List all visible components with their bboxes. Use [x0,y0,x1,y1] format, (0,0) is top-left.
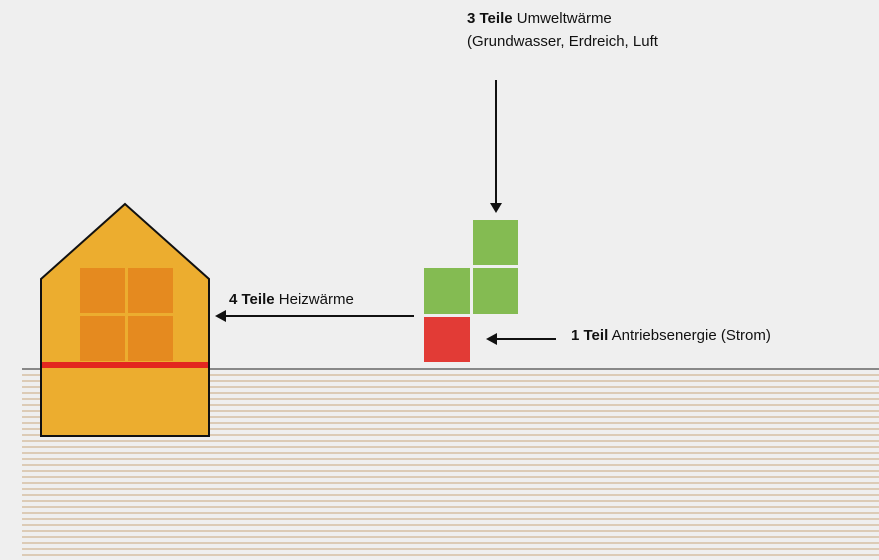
house-ground-band [42,362,208,368]
label-ambient-heat: 3 Teile Umweltwärme [467,9,612,29]
label-ambient-text: Umweltwärme [516,10,612,27]
label-ambient-bold: 3 Teile [467,10,513,27]
label-heat-bold: 4 Teile [229,291,275,308]
house-window [80,268,173,361]
label-drive-bold: 1 Teil [571,327,609,344]
arrow-left-heat [215,310,414,322]
label-ambient-sources: (Grundwasser, Erdreich, Luft [467,33,658,50]
arrow-left-drive [486,333,556,345]
label-heat-text: Heizwärme [278,291,354,308]
arrow-down-ambient [490,80,502,213]
green-block [424,268,470,314]
label-drive-text: Antriebsenergie (Strom) [611,327,771,344]
energy-blocks [424,220,518,362]
red-block [424,317,470,362]
house [40,202,210,437]
label-drive-energy: 1 Teil Antriebsenergie (Strom) [571,326,771,346]
label-heating-heat: 4 Teile Heizwärme [229,290,354,310]
green-block [473,268,518,314]
green-block [473,220,518,265]
